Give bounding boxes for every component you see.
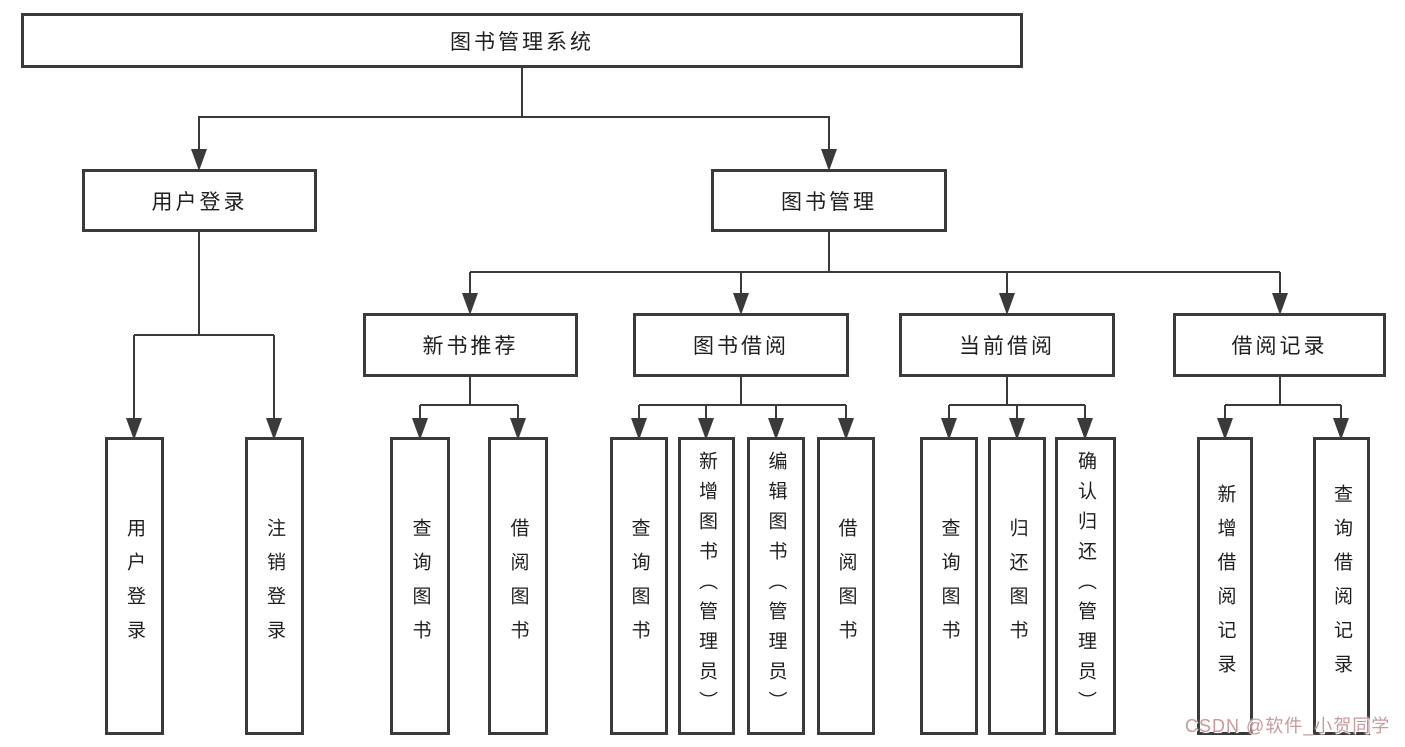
leaf-label: 归还图书 — [1006, 518, 1028, 654]
leaf-borrowing-edit-book-admin: 编辑图书（管理员） — [747, 437, 805, 735]
leaf-current-query-books: 查询图书 — [920, 437, 978, 735]
leaf-borrowing-borrow-books: 借阅图书 — [817, 437, 875, 735]
leaf-current-return-books: 归还图书 — [988, 437, 1046, 735]
leaf-records-query-borrow-record: 查询借阅记录 — [1313, 437, 1370, 735]
leaf-label: 查询图书 — [409, 518, 431, 654]
leaf-label: 查询图书 — [938, 518, 960, 654]
leaf-borrowing-add-book-admin: 新增图书（管理员） — [678, 437, 735, 735]
node-label: 图书借阅 — [693, 335, 789, 358]
leaf-label: 新增借阅记录 — [1214, 484, 1236, 688]
node-book-borrowing: 图书借阅 — [633, 313, 849, 377]
leaf-label: 确认归还（管理员） — [1075, 451, 1096, 721]
leaf-recommend-borrow-books: 借阅图书 — [488, 437, 548, 735]
leaf-label: 查询借阅记录 — [1331, 484, 1352, 688]
node-user-login: 用户登录 — [82, 169, 317, 232]
node-book-management: 图书管理 — [711, 169, 947, 232]
node-label: 借阅记录 — [1231, 335, 1328, 358]
leaf-label: 注销登录 — [264, 518, 285, 654]
leaf-label: 用户登录 — [124, 518, 145, 654]
node-label: 当前借阅 — [959, 335, 1055, 358]
node-label: 图书管理 — [781, 190, 877, 214]
node-borrowing-records: 借阅记录 — [1173, 313, 1386, 377]
leaf-label: 借阅图书 — [507, 518, 529, 654]
node-current-borrowing: 当前借阅 — [899, 313, 1115, 377]
leaf-label: 查询图书 — [628, 518, 650, 654]
leaf-borrowing-query-books: 查询图书 — [610, 437, 668, 735]
node-label: 图书管理系统 — [450, 30, 594, 54]
node-label: 新书推荐 — [422, 335, 519, 358]
leaf-recommend-query-books: 查询图书 — [390, 437, 450, 735]
leaf-logout: 注销登录 — [245, 437, 304, 735]
leaf-label: 新增图书（管理员） — [696, 451, 717, 721]
leaf-user-login: 用户登录 — [105, 437, 164, 735]
csdn-watermark: CSDN @软件_小贺同学 — [1185, 716, 1391, 736]
leaf-current-confirm-return-admin: 确认归还（管理员） — [1055, 437, 1116, 735]
node-new-book-recommendation: 新书推荐 — [363, 313, 578, 377]
node-root-library-system: 图书管理系统 — [21, 13, 1023, 68]
node-label: 用户登录 — [151, 190, 248, 214]
leaf-label: 编辑图书（管理员） — [765, 451, 787, 721]
leaf-records-add-borrow-record: 新增借阅记录 — [1197, 437, 1253, 735]
leaf-label: 借阅图书 — [835, 518, 857, 654]
arrowheads — [126, 149, 1349, 440]
